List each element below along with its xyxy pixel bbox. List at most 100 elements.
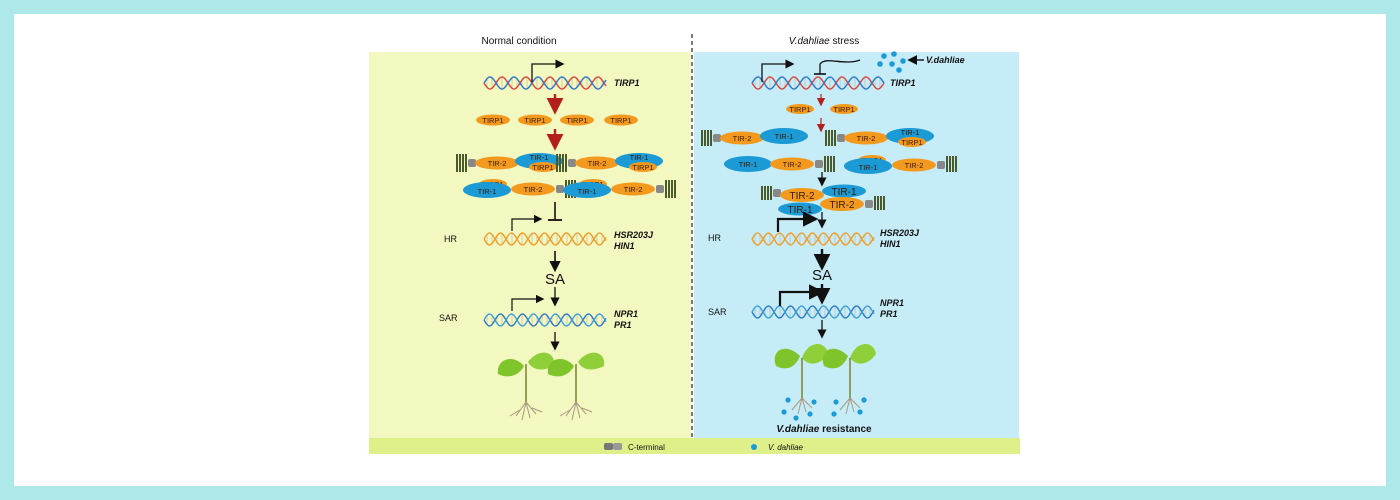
right-tirp1-protein: TIRP1 — [830, 104, 858, 114]
mechanism-diagram: Normal condition V.dahliae stress TIRP1 … — [369, 34, 1020, 454]
right-sar-gene-1: NPR1 — [880, 298, 904, 308]
right-dna-sar — [751, 305, 875, 319]
svg-text:TIR-2: TIR-2 — [857, 134, 876, 143]
svg-text:TIRP1: TIRP1 — [901, 138, 922, 147]
left-sa-label: SA — [545, 271, 565, 288]
right-hr-label: HR — [708, 233, 721, 243]
svg-text:TIR-2: TIR-2 — [790, 191, 815, 202]
svg-text:TIR-2: TIR-2 — [588, 159, 607, 168]
figure-card: Normal condition V.dahliae stress TIRP1 … — [14, 14, 1386, 486]
c-terminal-label: C-terminal — [628, 443, 665, 452]
legend-v-dahliae: V. dahliae — [751, 443, 804, 452]
left-sar-gene-2: PR1 — [614, 320, 632, 330]
left-tirp1-protein: TIRP1 — [518, 114, 552, 126]
svg-text:TIR-2: TIR-2 — [524, 185, 543, 194]
left-hr-gene-2: HIN1 — [614, 241, 635, 251]
left-complex-2: TIR-2 TIR-1 TIRP1 TIRP1 TIR-1 TIR-2 — [556, 153, 676, 198]
dna-strand — [751, 232, 875, 246]
left-promoter-arrow-tirp1 — [531, 59, 565, 82]
right-dna-tirp1 — [751, 76, 885, 90]
dna-strand — [483, 313, 607, 327]
right-hr-gene-1: HSR203J — [880, 228, 920, 238]
svg-text:TIR-1: TIR-1 — [578, 187, 597, 196]
left-heading: Normal condition — [481, 36, 556, 47]
left-tirp1-protein: TIRP1 — [604, 114, 638, 126]
svg-text:TIRP1: TIRP1 — [833, 105, 854, 114]
svg-text:TIR-1: TIR-1 — [901, 128, 920, 137]
svg-text:TIR-1: TIR-1 — [739, 160, 758, 169]
svg-text:TIR-1: TIR-1 — [788, 205, 813, 216]
left-hr-label: HR — [444, 234, 457, 244]
svg-text:TIR-1: TIR-1 — [630, 153, 649, 162]
right-tirp1-protein: TIRP1 — [786, 104, 814, 114]
legend-c-terminal: C-terminal — [604, 443, 665, 452]
dna-strand — [751, 232, 875, 246]
svg-text:TIRP1: TIRP1 — [610, 116, 631, 125]
svg-text:TIRP1: TIRP1 — [524, 116, 545, 125]
svg-text:TIR-2: TIR-2 — [830, 200, 855, 211]
right-pathogen-inhibition — [819, 59, 861, 74]
svg-text:TIR-2: TIR-2 — [624, 185, 643, 194]
left-dna-tirp1 — [483, 76, 607, 90]
right-sar-gene-2: PR1 — [880, 309, 898, 319]
right-sar-label: SAR — [708, 307, 727, 317]
right-plant-2 — [822, 343, 876, 417]
c-terminal-swatch — [613, 443, 622, 450]
svg-text:TIR-2: TIR-2 — [488, 159, 507, 168]
left-dna-hr — [483, 232, 607, 246]
right-dimer-complex: TIR-2 TIR-1 TIR-1 TIR-2 — [761, 184, 885, 216]
left-tirp1-protein: TIRP1 — [560, 114, 594, 126]
left-gene-tirp1: TIRP1 — [614, 78, 640, 88]
left-hr-gene-1: HSR203J — [614, 230, 654, 240]
left-complex-1: TIR-2 TIR-1 TIRP1 TIRP1 TIR-1 TIR-2 — [456, 153, 576, 198]
svg-text:TIRP1: TIRP1 — [482, 116, 503, 125]
right-dna-hr — [751, 232, 875, 246]
right-promoter-arrow-sar — [778, 284, 825, 306]
left-tirp1-proteins: TIRP1 TIRP1 TIRP1 TIRP1 — [476, 114, 638, 126]
v-dahliae-swatch — [751, 444, 757, 450]
left-plant-1 — [497, 352, 555, 421]
svg-text:TIR-1: TIR-1 — [832, 187, 857, 198]
svg-text:TIR-2: TIR-2 — [905, 161, 924, 170]
right-promoter-arrow-tirp1 — [761, 59, 795, 82]
dna-strand — [751, 305, 875, 319]
svg-text:TIR-2: TIR-2 — [783, 160, 802, 169]
left-tirp1-protein: TIRP1 — [476, 114, 510, 126]
dna-strand — [483, 232, 607, 246]
resistance-label: V.dahliae resistance — [776, 424, 872, 435]
dna-strand — [751, 76, 885, 90]
right-sa-label: SA — [812, 267, 832, 284]
legend-bar — [369, 438, 1020, 454]
left-plant-2 — [547, 352, 605, 421]
left-dna-sar — [483, 313, 607, 327]
left-promoter-arrow-sar — [511, 294, 545, 311]
svg-text:TIR-1: TIR-1 — [530, 153, 549, 162]
svg-text:TIRP1: TIRP1 — [532, 163, 553, 172]
right-pathogen-spores — [877, 51, 906, 73]
left-sar-label: SAR — [439, 313, 458, 323]
dna-strand — [483, 76, 607, 90]
right-promoter-arrow-hr — [776, 211, 819, 232]
dna-strand — [483, 76, 607, 90]
dna-strand — [751, 76, 885, 90]
c-terminal-swatch — [604, 443, 613, 450]
right-complex-1: TIR-2 TIR-1 TIR-1 TIR-2 — [701, 128, 835, 172]
svg-text:TIR-1: TIR-1 — [775, 132, 794, 141]
svg-text:TIRP1: TIRP1 — [566, 116, 587, 125]
v-dahliae-label: V. dahliae — [768, 443, 804, 452]
right-heading: V.dahliae stress — [789, 36, 859, 47]
right-pathogen-label: V.dahliae — [926, 55, 965, 65]
right-gene-tirp1: TIRP1 — [890, 78, 916, 88]
dna-strand — [751, 305, 875, 319]
left-promoter-arrow-hr — [511, 214, 543, 231]
svg-text:TIR-2: TIR-2 — [733, 134, 752, 143]
svg-text:TIRP1: TIRP1 — [632, 163, 653, 172]
svg-text:TIR-1: TIR-1 — [478, 187, 497, 196]
svg-text:TIRP1: TIRP1 — [789, 105, 810, 114]
right-hr-gene-2: HIN1 — [880, 239, 901, 249]
left-sar-gene-1: NPR1 — [614, 309, 638, 319]
dna-strand — [483, 313, 607, 327]
dna-strand — [483, 232, 607, 246]
left-panel-background — [369, 52, 691, 438]
svg-text:TIR-1: TIR-1 — [859, 163, 878, 172]
